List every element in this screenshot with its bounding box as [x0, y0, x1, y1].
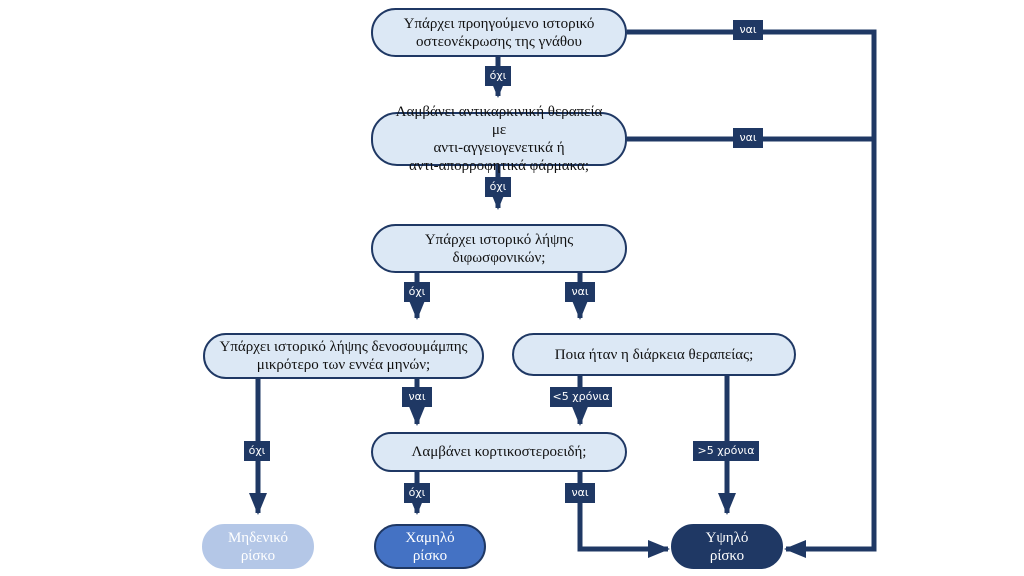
node-text: Ποια ήταν η διάρκεια θεραπείας; — [554, 346, 754, 363]
label-q2-yes: ναι — [733, 128, 763, 148]
outcome-low-risk: Χαμηλό ρίσκο — [374, 524, 486, 569]
decision-bisphosphonates: Υπάρχει ιστορικό λήψης διφωσφονικών; — [371, 224, 627, 273]
outcome-text: Υψηλό ρίσκο — [705, 529, 749, 564]
rail-q1-yes — [627, 29, 877, 558]
label-q4-yes: ναι — [402, 387, 432, 407]
label-q5-short: <5 χρόνια — [550, 387, 612, 407]
label-q3-no: όχι — [404, 282, 430, 302]
label-q4-no: όχι — [244, 441, 270, 461]
label-q1-yes: ναι — [733, 20, 763, 40]
label-q3-yes: ναι — [565, 282, 595, 302]
node-text: Υπάρχει ιστορικό λήψης δενοσουμάμπης μικ… — [219, 339, 468, 373]
outcome-high-risk: Υψηλό ρίσκο — [671, 524, 783, 569]
outcome-text: Χαμηλό ρίσκο — [405, 529, 455, 564]
node-text: Υπάρχει προηγούμενο ιστορικό οστεονέκρωσ… — [403, 15, 595, 50]
node-text: Λαμβάνει αντικαρκινική θεραπεία με αντι-… — [395, 104, 603, 174]
decision-prior-osteonecrosis: Υπάρχει προηγούμενο ιστορικό οστεονέκρωσ… — [371, 8, 627, 57]
label-q5-long: >5 χρόνια — [693, 441, 759, 461]
label-q6-yes: ναι — [565, 483, 595, 503]
node-text: Υπάρχει ιστορικό λήψης διφωσφονικών; — [424, 231, 574, 266]
decision-corticosteroids: Λαμβάνει κορτικοστεροειδή; — [371, 432, 627, 472]
label-q1-no: όχι — [485, 66, 511, 86]
decision-denosumab: Υπάρχει ιστορικό λήψης δενοσουμάμπης μικ… — [203, 333, 484, 379]
decision-anticancer-therapy: Λαμβάνει αντικαρκινική θεραπεία με αντι-… — [371, 104, 627, 174]
node-text: Λαμβάνει κορτικοστεροειδή; — [411, 444, 587, 460]
label-q2-no: όχι — [485, 177, 511, 197]
outcome-text: Μηδενικό ρίσκο — [227, 529, 289, 564]
label-q6-no: όχι — [404, 483, 430, 503]
decision-therapy-duration: Ποια ήταν η διάρκεια θεραπείας; — [512, 333, 796, 376]
outcome-zero-risk: Μηδενικό ρίσκο — [202, 524, 314, 569]
